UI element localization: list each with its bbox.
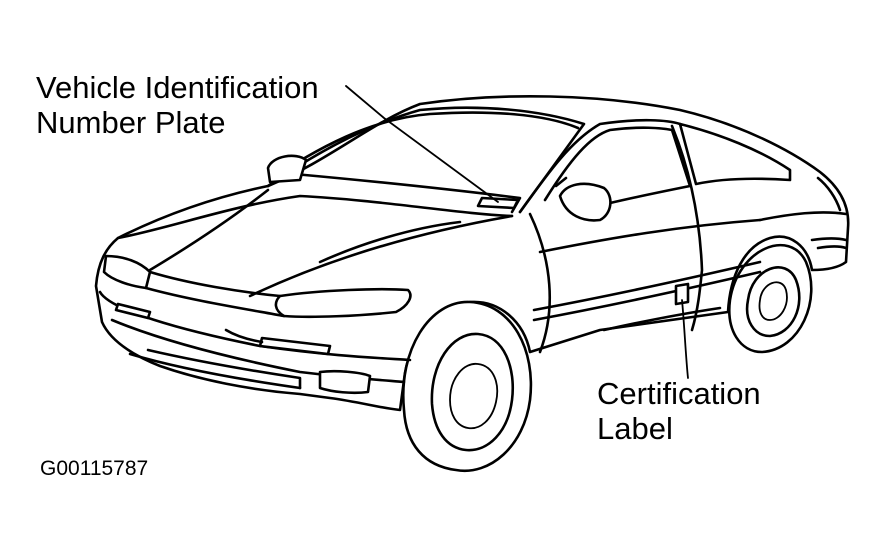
figure-code: G00115787 [40, 457, 149, 480]
side-mirror [558, 182, 612, 222]
car-body-outline [94, 94, 850, 412]
rear-quarter [758, 176, 848, 250]
certification-label-callout: Certification Label [597, 376, 761, 446]
callout-leaders [345, 85, 689, 379]
front-wheel [401, 300, 533, 473]
vin-plate-callout: Vehicle Identification Number Plate [36, 70, 319, 140]
front-fascia [98, 254, 412, 395]
door [528, 124, 762, 354]
cabin [266, 106, 792, 214]
hood [116, 188, 514, 298]
rear-wheel [728, 244, 813, 354]
